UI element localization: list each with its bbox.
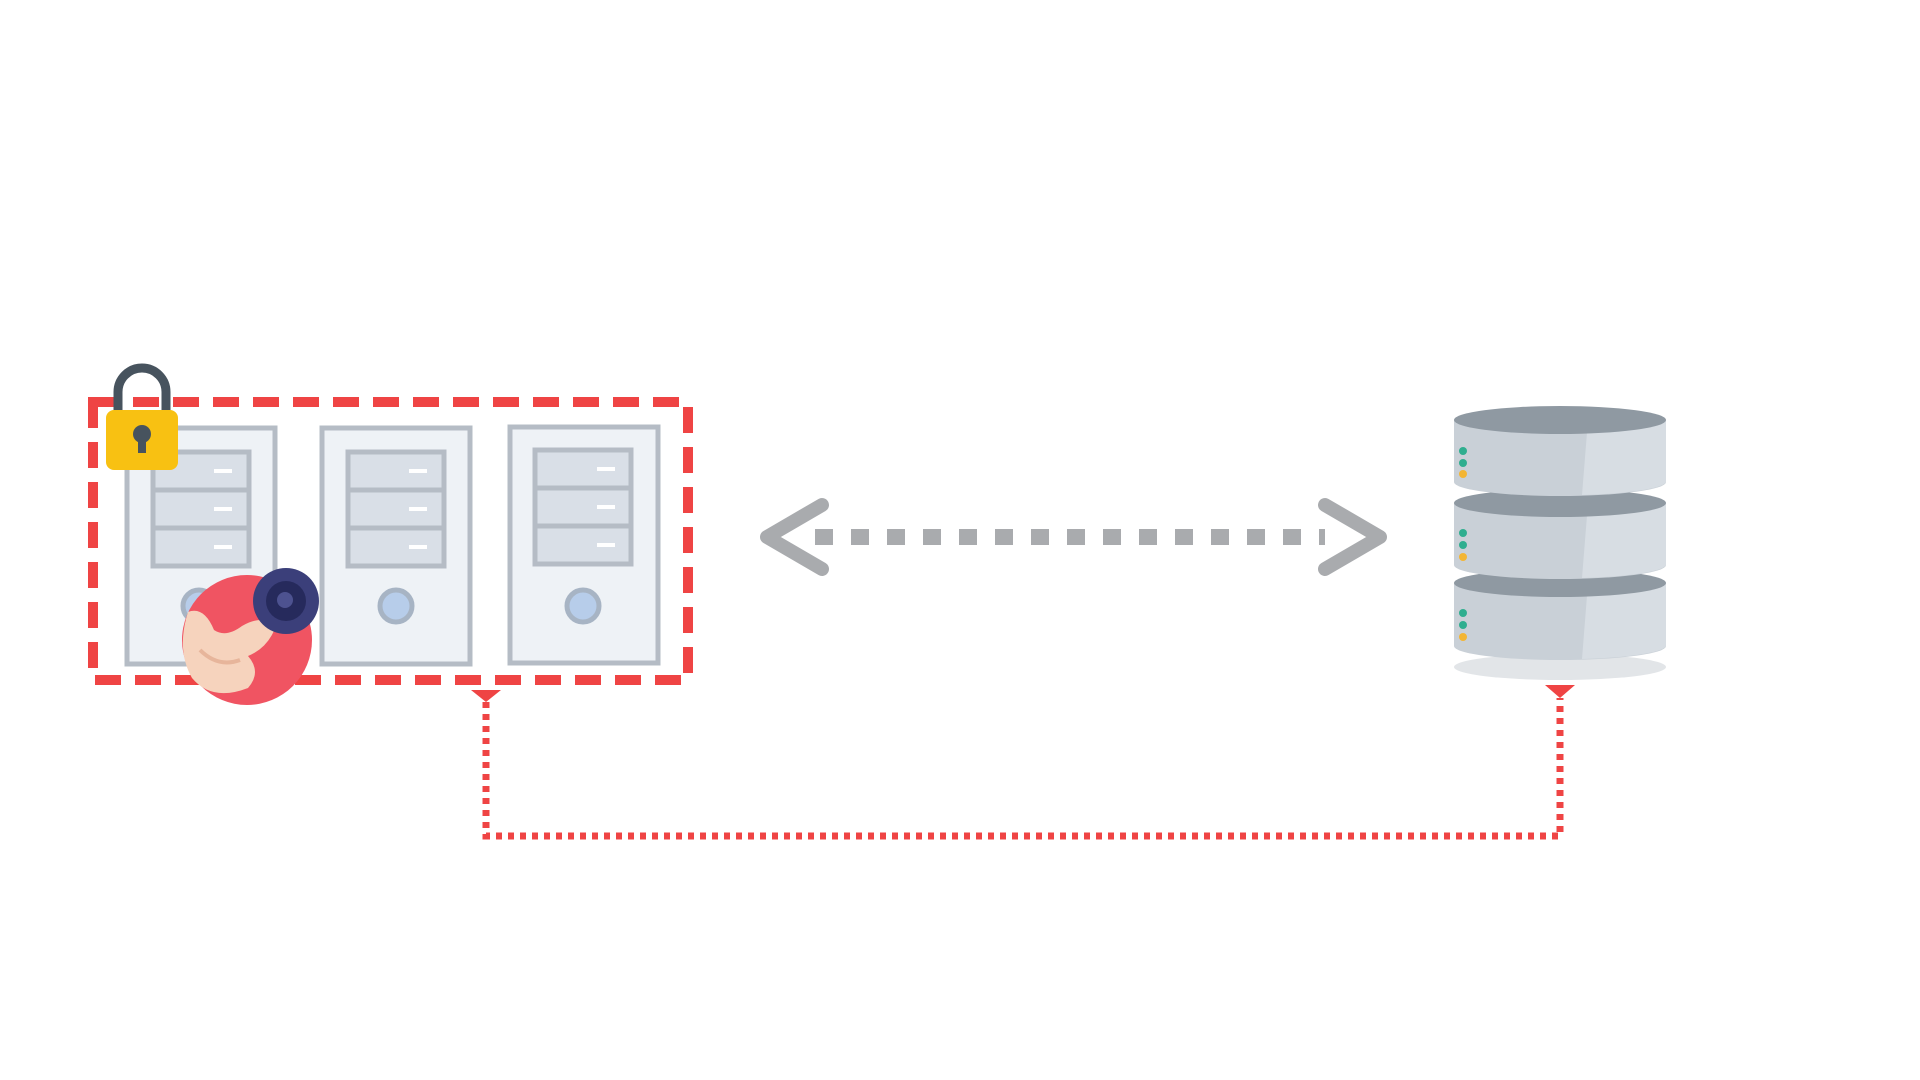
strong-arm-icon [182, 568, 319, 705]
server-2 [319, 425, 473, 667]
security-boundary [88, 397, 693, 685]
database-stack-icon [1454, 406, 1666, 680]
secure-connection-line [471, 685, 1575, 840]
bidirectional-sync-arrow [760, 498, 1387, 576]
padlock-icon [106, 363, 178, 470]
server-3 [507, 424, 661, 666]
